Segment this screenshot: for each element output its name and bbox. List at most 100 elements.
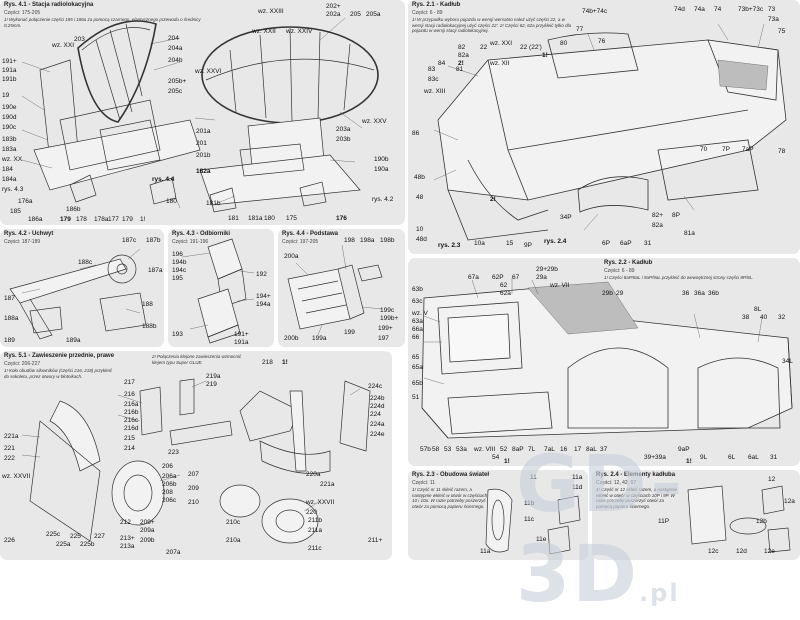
- part-label: 178a: [94, 216, 109, 223]
- part-label: 209a: [140, 527, 155, 534]
- part-label: 226: [4, 537, 15, 544]
- receivers-drawing: [181, 238, 255, 344]
- part-label: 11: [530, 474, 537, 481]
- panel-rys-4-2: Rys. 4.2 - Uchwyt Części: 187-189 187c 1…: [0, 229, 164, 347]
- part-label: 208: [162, 489, 173, 496]
- panel-parts: Części: 6 - 89: [604, 268, 635, 274]
- part-label: 211b: [308, 517, 322, 524]
- panel-note: 1! Wykonać połączenie części 185 i 186a …: [4, 17, 201, 28]
- part-label: 192: [256, 271, 267, 278]
- part-label: 63a: [412, 318, 423, 325]
- panel-rys-5-1: Rys. 5.1 - Zawieszenie przednie, prawe C…: [0, 351, 392, 560]
- part-label: 191+: [234, 331, 249, 338]
- part-label: 221: [4, 445, 15, 452]
- panel-parts: Części: 175-205: [4, 10, 41, 16]
- part-label: 213+: [120, 535, 135, 542]
- part-label: 177: [108, 216, 119, 223]
- part-label: 215: [124, 435, 135, 442]
- part-label: 10a: [474, 240, 485, 247]
- part-label: 65: [412, 354, 420, 361]
- part-label: 9aP: [678, 446, 690, 453]
- panel-parts: Części: 6 - 89: [412, 10, 443, 16]
- part-label: 38: [742, 314, 750, 321]
- part-label: 198a: [360, 237, 375, 244]
- part-label: 11b: [524, 500, 535, 507]
- part-label: 206a: [162, 473, 177, 480]
- part-label: 205b+: [168, 78, 187, 85]
- part-label: 81: [456, 66, 464, 73]
- base-drawing: [287, 244, 383, 336]
- part-label: 191+: [2, 58, 17, 65]
- part-label: 12d: [736, 548, 747, 555]
- part-label: 181b: [206, 200, 221, 207]
- panel-parts: Części: 12, 42, 67: [596, 480, 637, 486]
- part-label: 204a: [168, 45, 183, 52]
- part-label: 9P: [524, 242, 532, 249]
- part-label: 188: [142, 301, 153, 308]
- part-label: 48: [416, 194, 424, 201]
- panel-title: Rys. 4.2 - Uchwyt: [4, 231, 54, 237]
- part-label: 225c: [46, 531, 61, 538]
- part-label: 210a: [226, 537, 241, 544]
- part-label: 62a: [500, 290, 511, 297]
- part-label: 8L: [754, 306, 762, 313]
- part-label: 224c: [368, 383, 383, 390]
- part-label: 66: [412, 334, 420, 341]
- part-label: wz. XII: [490, 60, 510, 67]
- part-label: 184a: [2, 176, 17, 183]
- panel-parts: Części: 197-205: [282, 239, 319, 245]
- panel-note: 1! Części 8aP/8aL i 9aP/9aL przykleić do…: [604, 275, 754, 280]
- part-label: 185: [10, 208, 21, 215]
- part-label: 187: [4, 295, 15, 302]
- part-label: 7aL: [544, 446, 555, 453]
- panel-note: 2! Połączenia klejone zawieszenia wzmocn…: [152, 354, 242, 365]
- part-label: 37: [600, 446, 608, 453]
- part-label: 194c: [172, 267, 187, 274]
- part-label: 11a: [480, 548, 491, 555]
- part-label: 6P: [602, 240, 610, 247]
- part-label: 209: [188, 485, 199, 492]
- part-label: 181: [228, 215, 239, 222]
- part-label: 194b: [172, 259, 187, 266]
- part-label: 65b: [412, 380, 423, 387]
- part-label: 51: [412, 394, 420, 401]
- part-label: 196: [172, 251, 183, 258]
- hull-elements-drawing: [687, 485, 791, 553]
- part-label: 186b: [66, 206, 81, 213]
- part-label: 179: [122, 216, 133, 223]
- part-label: 206: [162, 463, 173, 470]
- part-label: 199: [344, 329, 355, 336]
- part-label: 183a: [2, 146, 17, 153]
- part-label: wz. XXVI: [195, 68, 222, 75]
- part-label: 210: [188, 499, 199, 506]
- part-label: 83: [428, 66, 436, 73]
- part-label: 193: [172, 331, 183, 338]
- panel-title: Rys. 2.2 - Kadłub: [604, 260, 653, 266]
- part-label: 201a: [196, 128, 211, 135]
- radar-station-drawing: [21, 17, 379, 213]
- part-label: 190b: [374, 156, 389, 163]
- part-label: 73a: [768, 16, 779, 23]
- part-label: 198b: [380, 237, 395, 244]
- panel-rys-2-3: Rys. 2.3 - Obudowa świateł Części: 11 1!…: [408, 470, 588, 560]
- panel-parts: Części: 191-196: [172, 239, 209, 245]
- part-label: 194+: [256, 293, 271, 300]
- part-label: 221a: [320, 481, 335, 488]
- part-label: 81a: [684, 230, 695, 237]
- part-label: 40: [760, 314, 768, 321]
- part-label: 211c: [308, 545, 322, 552]
- part-label: 62: [500, 282, 508, 289]
- part-label: 206c: [162, 497, 177, 504]
- part-label: 16: [560, 446, 568, 453]
- part-label: 175: [286, 215, 297, 222]
- part-label: 216b: [124, 409, 139, 416]
- part-label: 204b: [168, 57, 183, 64]
- part-label: 179: [60, 216, 71, 223]
- part-label: 200b: [284, 335, 299, 342]
- part-label: 176: [336, 215, 347, 222]
- part-label: 22: [480, 44, 488, 51]
- part-label: 7P: [722, 146, 730, 153]
- part-label: 219: [206, 381, 217, 388]
- part-label: 12a: [784, 498, 795, 505]
- panel-rys-4-1: Rys. 4.1 - Stacja radiolokacyjna Części:…: [0, 0, 405, 225]
